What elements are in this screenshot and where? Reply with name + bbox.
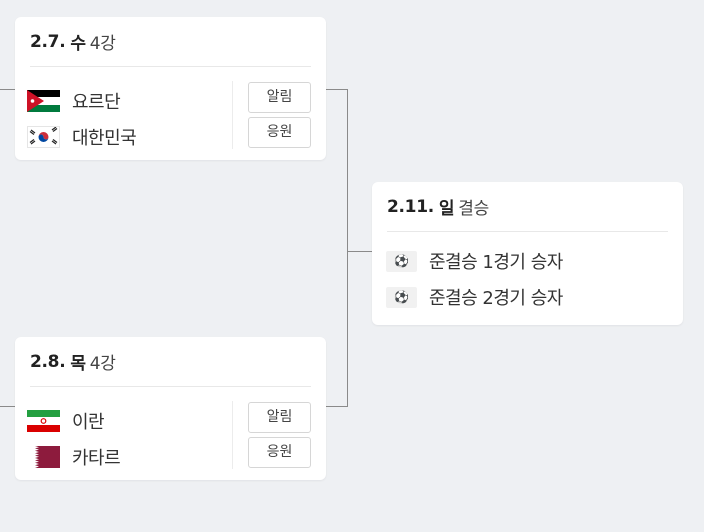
alarm-button[interactable]: 알림 [248, 82, 311, 113]
team-name: 카타르 [72, 448, 121, 469]
final-card: 2.11. 일 결승 ⚽ 준결승 1경기 승자 ⚽ 준결승 2경기 승자 [372, 182, 683, 325]
team-name: 준결승 2경기 승자 [429, 288, 563, 309]
jordan-flag-icon [27, 90, 60, 112]
match-date: 2.11. [387, 196, 434, 217]
match-round: 4강 [89, 34, 116, 54]
divider [232, 401, 233, 469]
team-row: ⚽ 준결승 2경기 승자 [386, 279, 563, 315]
team-name: 이란 [72, 412, 105, 433]
match-header: 2.11. 일 결승 [387, 182, 668, 232]
team-row: 이란 [27, 403, 120, 439]
match-date: 2.8. [30, 351, 66, 372]
match-round: 결승 [458, 199, 489, 219]
semifinal-1-card: 2.7. 수 4강 요르단 [15, 17, 326, 160]
team-name: 대한민국 [72, 128, 137, 149]
match-round: 4강 [89, 354, 116, 374]
soccer-ball-icon: ⚽ [386, 286, 417, 308]
bracket-connector [347, 89, 348, 407]
match-date: 2.7. [30, 31, 66, 52]
divider [232, 81, 233, 149]
iran-flag-icon [27, 410, 60, 432]
action-buttons: 알림 응원 [248, 82, 311, 152]
semifinal-2-card: 2.8. 목 4강 이란 카타르 알림 응원 [15, 337, 326, 480]
team-row: 카타르 [27, 439, 121, 475]
match-header: 2.7. 수 4강 [30, 17, 311, 67]
team-list: 요르단 대한민국 [27, 83, 137, 155]
south-korea-flag-icon [27, 126, 60, 148]
action-buttons: 알림 응원 [248, 402, 311, 472]
bracket-connector [347, 251, 372, 252]
soccer-ball-icon: ⚽ [386, 250, 417, 272]
bracket-connector [326, 89, 347, 90]
match-header: 2.8. 목 4강 [30, 337, 311, 387]
team-list: 이란 카타르 [27, 403, 121, 475]
alarm-button[interactable]: 알림 [248, 402, 311, 433]
match-day: 수 [70, 34, 86, 54]
bracket-connector [0, 89, 15, 90]
team-row: 요르단 [27, 83, 136, 119]
team-row: ⚽ 준결승 1경기 승자 [386, 243, 563, 279]
team-name: 요르단 [72, 92, 121, 113]
match-day: 목 [70, 354, 86, 374]
bracket-connector [0, 406, 15, 407]
bracket-connector [326, 406, 347, 407]
qatar-flag-icon [27, 446, 60, 468]
cheer-button[interactable]: 응원 [248, 117, 311, 148]
match-day: 일 [438, 199, 455, 219]
team-row: 대한민국 [27, 119, 137, 155]
cheer-button[interactable]: 응원 [248, 437, 311, 468]
team-name: 준결승 1경기 승자 [429, 252, 563, 273]
team-list: ⚽ 준결승 1경기 승자 ⚽ 준결승 2경기 승자 [386, 243, 563, 315]
